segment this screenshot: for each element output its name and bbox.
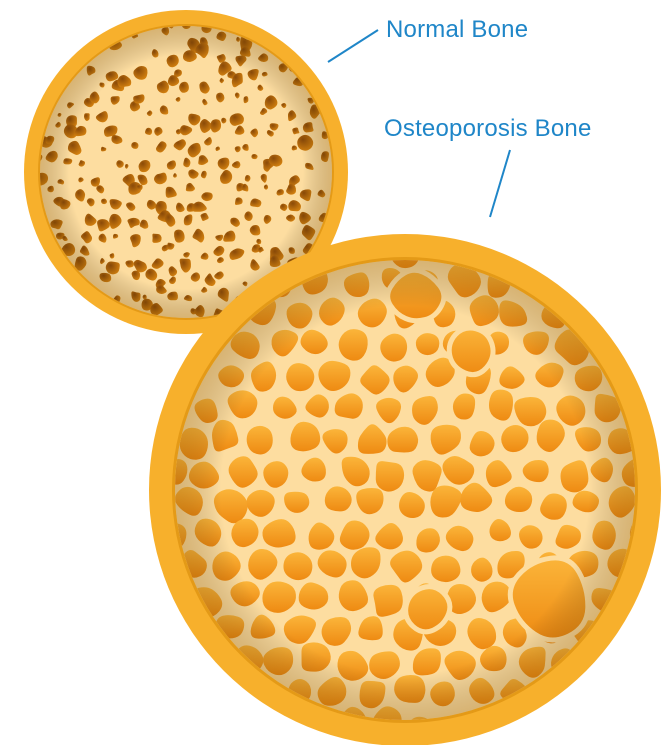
osteoporosis-bone-circle <box>149 234 661 745</box>
osteoporosis-bone-leader-line <box>490 150 510 217</box>
normal-bone-leader-line <box>328 30 378 62</box>
osteoporosis-bone-label: Osteoporosis Bone <box>384 115 592 142</box>
normal-bone-label: Normal Bone <box>386 16 528 43</box>
